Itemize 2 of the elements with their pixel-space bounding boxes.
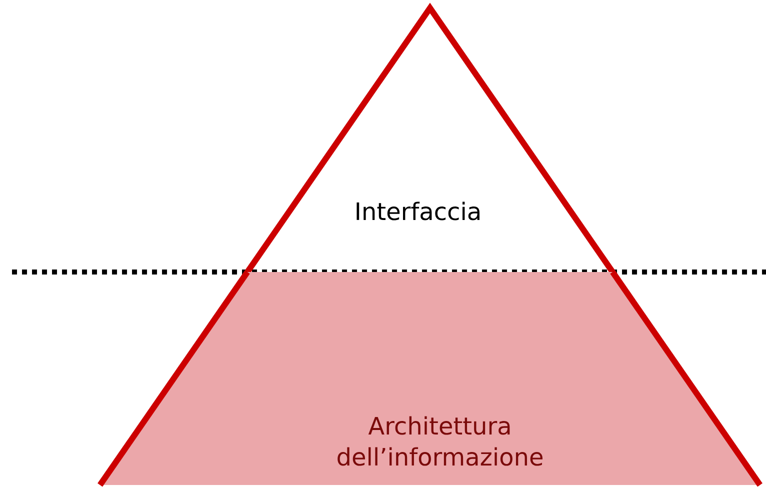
trapezoid-section: Architettura dell’informazione — [98, 270, 762, 487]
triangle-section: Interfaccia — [244, 2, 616, 274]
